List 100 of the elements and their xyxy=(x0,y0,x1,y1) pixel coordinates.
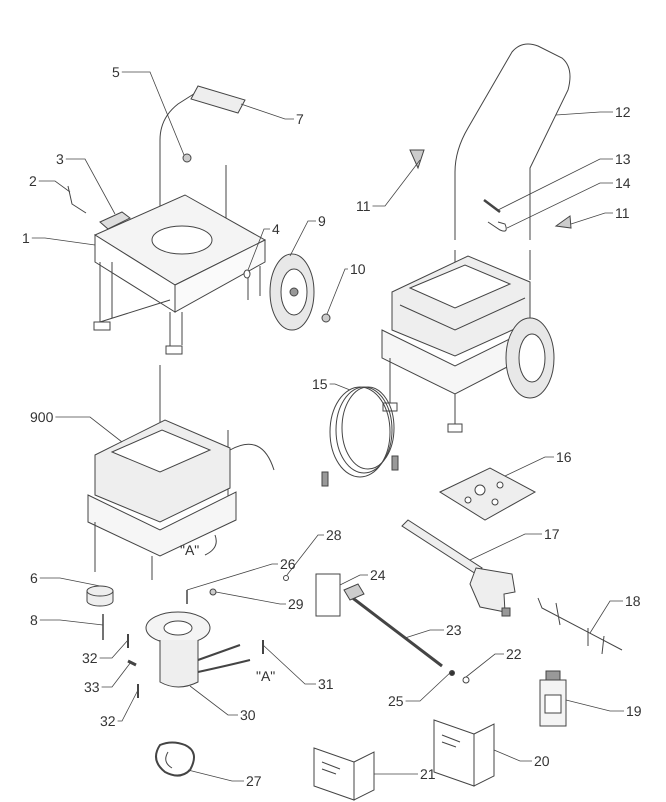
control-panel-drawing xyxy=(438,467,536,521)
callout-number: 33 xyxy=(84,679,100,695)
leader-line xyxy=(466,654,504,678)
leader-line xyxy=(186,564,278,590)
leader-line xyxy=(99,640,128,658)
leader-line xyxy=(248,228,270,270)
nut-icon xyxy=(182,154,192,162)
leader-line xyxy=(39,578,100,586)
callout-number: 5 xyxy=(112,64,120,80)
leader-line xyxy=(65,158,116,214)
washer-icon xyxy=(244,270,250,278)
leader-line xyxy=(405,670,452,702)
callout-number: 8 xyxy=(30,612,38,628)
callout-number: 27 xyxy=(246,773,262,789)
callout-number: 15 xyxy=(312,376,328,392)
leader-line xyxy=(216,592,286,604)
fitting-icon xyxy=(127,660,137,666)
leader-line xyxy=(121,72,184,156)
callout-number: 4 xyxy=(272,221,280,237)
callout-number: 23 xyxy=(446,622,462,638)
callout-number: 26 xyxy=(280,556,296,572)
callout-number: 3 xyxy=(56,151,64,167)
foot-icon xyxy=(86,586,114,606)
knob-icon xyxy=(554,215,572,229)
leader-line xyxy=(31,238,96,246)
oil-bottle-drawing xyxy=(540,670,566,726)
o-ring-icon xyxy=(283,575,289,581)
leader-line xyxy=(470,534,542,560)
callout-number: 31 xyxy=(318,676,334,692)
callout-number: 16 xyxy=(556,449,572,465)
belt-drawing xyxy=(155,742,195,777)
leader-line xyxy=(404,630,444,638)
callout-number: 21 xyxy=(420,766,436,782)
callout-number: 12 xyxy=(615,104,631,120)
manual-drawing xyxy=(314,747,374,801)
leader-line xyxy=(55,416,122,442)
leader-line xyxy=(494,750,532,762)
leader-line xyxy=(556,112,614,116)
spray-lance-drawing xyxy=(343,583,443,668)
nut-icon xyxy=(322,314,330,322)
wheel-drawing xyxy=(270,254,314,330)
callout-number: 19 xyxy=(626,703,642,719)
callout-number: 11 xyxy=(356,198,371,214)
callout-number: 30 xyxy=(240,707,256,723)
leader-line xyxy=(240,104,294,120)
callout-number: 6 xyxy=(30,570,38,586)
callout-number: 25 xyxy=(388,693,404,709)
leader-line xyxy=(566,700,624,712)
nut-icon xyxy=(210,588,216,596)
leader-line xyxy=(506,182,614,228)
callout-number: 24 xyxy=(370,567,386,583)
callout-number: 7 xyxy=(296,111,304,127)
callout-number: 32 xyxy=(100,713,116,729)
leader-line xyxy=(326,268,348,314)
clip-pin-icon xyxy=(488,222,507,232)
callout-number: 22 xyxy=(506,646,522,662)
nozzle-icon xyxy=(462,676,470,684)
callout-number: 11 xyxy=(615,205,630,221)
leader-line xyxy=(570,212,614,224)
reference-label: "A" xyxy=(256,668,276,684)
leader-line xyxy=(117,690,138,722)
hanger-drawing xyxy=(538,598,622,654)
leader-line xyxy=(101,662,132,688)
leader-line xyxy=(262,644,316,684)
leader-line xyxy=(498,158,614,210)
leader-line xyxy=(590,600,624,634)
leader-line xyxy=(286,534,324,576)
callout-number: 9 xyxy=(318,213,326,229)
callout-number: 1 xyxy=(22,230,30,246)
manual-drawing xyxy=(434,719,494,787)
leader-line xyxy=(38,180,70,192)
leader-line xyxy=(190,686,238,716)
callout-number: 32 xyxy=(82,650,98,666)
pump-drawing xyxy=(146,612,251,688)
callout-number: 2 xyxy=(29,173,37,189)
callout-number: 900 xyxy=(30,409,54,425)
callout-number: 10 xyxy=(350,261,366,277)
gasket-plate-icon xyxy=(316,574,340,616)
spray-gun-drawing xyxy=(401,519,516,616)
engine-drawing xyxy=(88,364,274,580)
callout-number: 29 xyxy=(288,596,304,612)
pin-icon xyxy=(68,186,86,214)
label-plate-icon xyxy=(99,211,131,230)
leader-line xyxy=(504,456,554,476)
leader-line xyxy=(39,620,104,626)
handle-panel-drawing xyxy=(190,85,246,114)
leader-line xyxy=(340,574,368,586)
callout-number: 28 xyxy=(326,527,342,543)
callout-number: 18 xyxy=(625,593,641,609)
callout-number: 13 xyxy=(615,151,631,167)
callout-number: 20 xyxy=(534,753,550,769)
bolt-icon xyxy=(483,199,501,213)
callout-number: 14 xyxy=(615,175,631,191)
reference-label: "A" xyxy=(180,542,200,558)
leader-line xyxy=(372,160,420,206)
leader-line xyxy=(290,220,316,256)
leader-line xyxy=(188,770,244,782)
callout-number: 17 xyxy=(544,526,560,542)
o-ring-icon xyxy=(449,670,455,676)
knob-icon xyxy=(409,150,425,170)
